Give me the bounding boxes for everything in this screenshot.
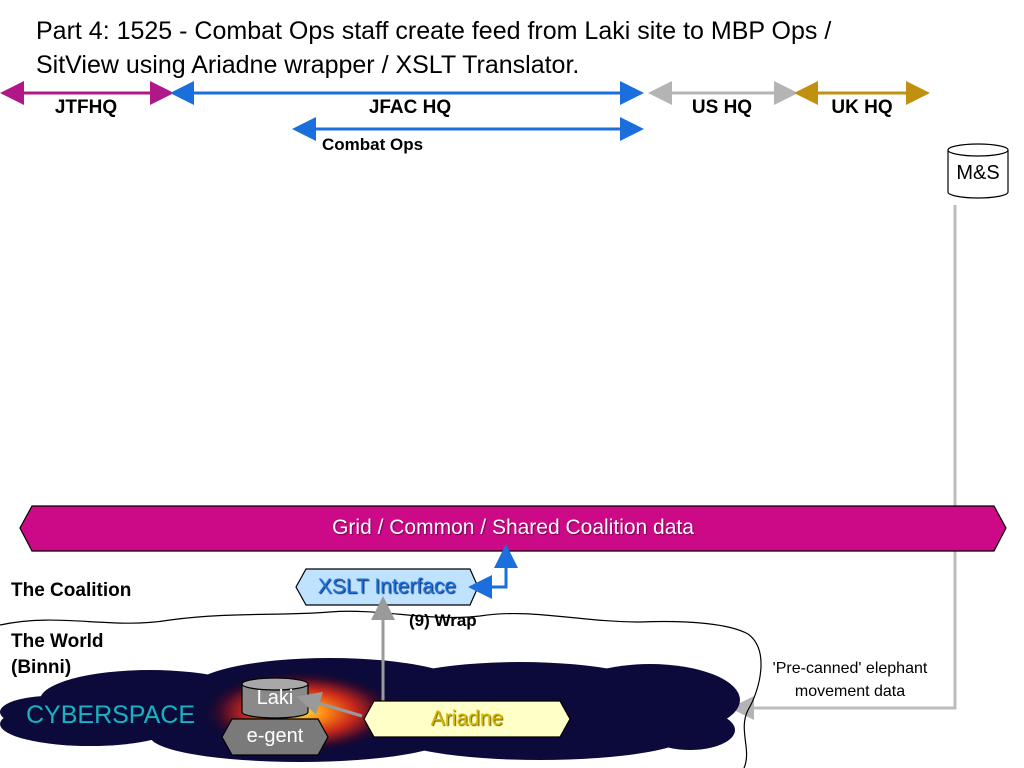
combat-ops-label: Combat Ops <box>322 135 424 154</box>
grid-label: Grid / Common / Shared Coalition data <box>332 516 694 539</box>
page-title: Part 4: 1525 - Combat Ops staff create f… <box>36 14 996 82</box>
grid-shared-data-bar <box>19 505 1007 552</box>
precanned-line-2: movement data <box>794 683 906 700</box>
world-label-line-2: (Binni) <box>11 657 72 678</box>
title-line-1: Part 4: 1525 - Combat Ops staff create f… <box>36 17 832 45</box>
jtfhq-label: JTFHQ <box>54 97 118 118</box>
grid-xslt-connector <box>468 544 518 599</box>
us-hq-label: US HQ <box>691 97 753 118</box>
title-line-2: SitView using Ariadne wrapper / XSLT Tra… <box>36 51 580 79</box>
laki-database-icon <box>241 677 309 719</box>
laki-label: Laki <box>256 687 294 709</box>
wrap-label: (9) Wrap <box>409 611 477 630</box>
ariadne-node <box>363 700 571 738</box>
precanned-line-1: 'Pre-canned' elephant <box>772 660 928 677</box>
jfac-hq-label: JFAC HQ <box>368 97 452 118</box>
egent-label: e-gent <box>246 725 304 747</box>
ms-label: M&S <box>956 162 1000 184</box>
ms-database-icon <box>947 143 1009 199</box>
ariadne-label: Ariadne <box>430 707 504 730</box>
world-label-line-1: The World <box>11 631 104 652</box>
ms-feed-line <box>730 205 957 720</box>
precanned-data-note: 'Pre-canned' elephant movement data <box>746 657 954 703</box>
xslt-label: XSLT Interface <box>317 575 457 598</box>
egent-node <box>221 718 329 756</box>
cyberspace-label: CYBERSPACE <box>26 701 196 729</box>
coalition-world-boundary <box>0 610 762 768</box>
uk-hq-label: UK HQ <box>831 97 893 118</box>
laki-ariadne-arrow <box>296 691 363 718</box>
coalition-label: The Coalition <box>11 580 132 601</box>
